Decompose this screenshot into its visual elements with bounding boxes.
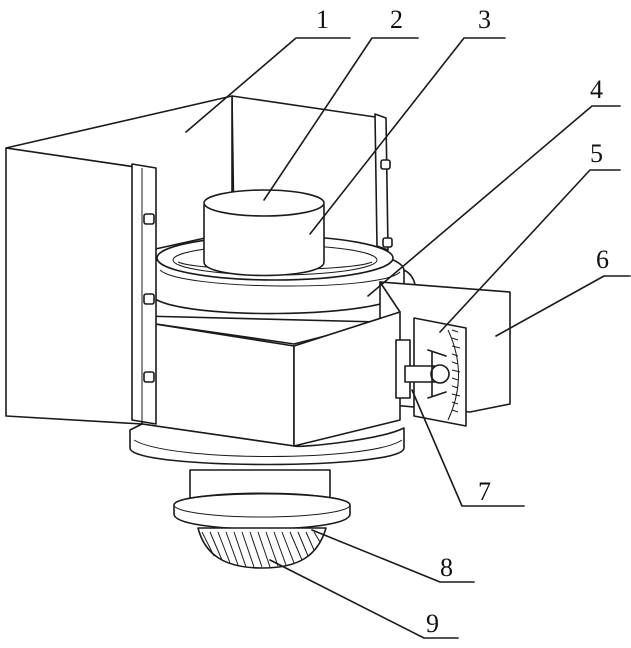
- lower-flange: [174, 493, 350, 529]
- leader-4: [368, 106, 620, 296]
- front-bolt-2: [144, 294, 154, 304]
- leader-6: [496, 276, 630, 336]
- front-plate: [6, 148, 156, 424]
- top-cylinder: [204, 190, 324, 276]
- part-label-2: 2: [390, 5, 403, 34]
- front-bolt-1: [144, 214, 154, 224]
- part-label-6: 6: [596, 245, 609, 274]
- part-label-4: 4: [590, 75, 603, 104]
- part-label-1: 1: [316, 5, 329, 34]
- rear-bolt-2: [383, 238, 392, 247]
- part-label-7: 7: [478, 477, 491, 506]
- part-label-5: 5: [590, 139, 603, 168]
- part-label-9: 9: [426, 609, 439, 638]
- cutter-head: [198, 528, 326, 568]
- front-bolt-3: [144, 372, 154, 382]
- rear-bolt-1: [381, 160, 390, 169]
- part-label-8: 8: [440, 553, 453, 582]
- part-label-3: 3: [478, 5, 491, 34]
